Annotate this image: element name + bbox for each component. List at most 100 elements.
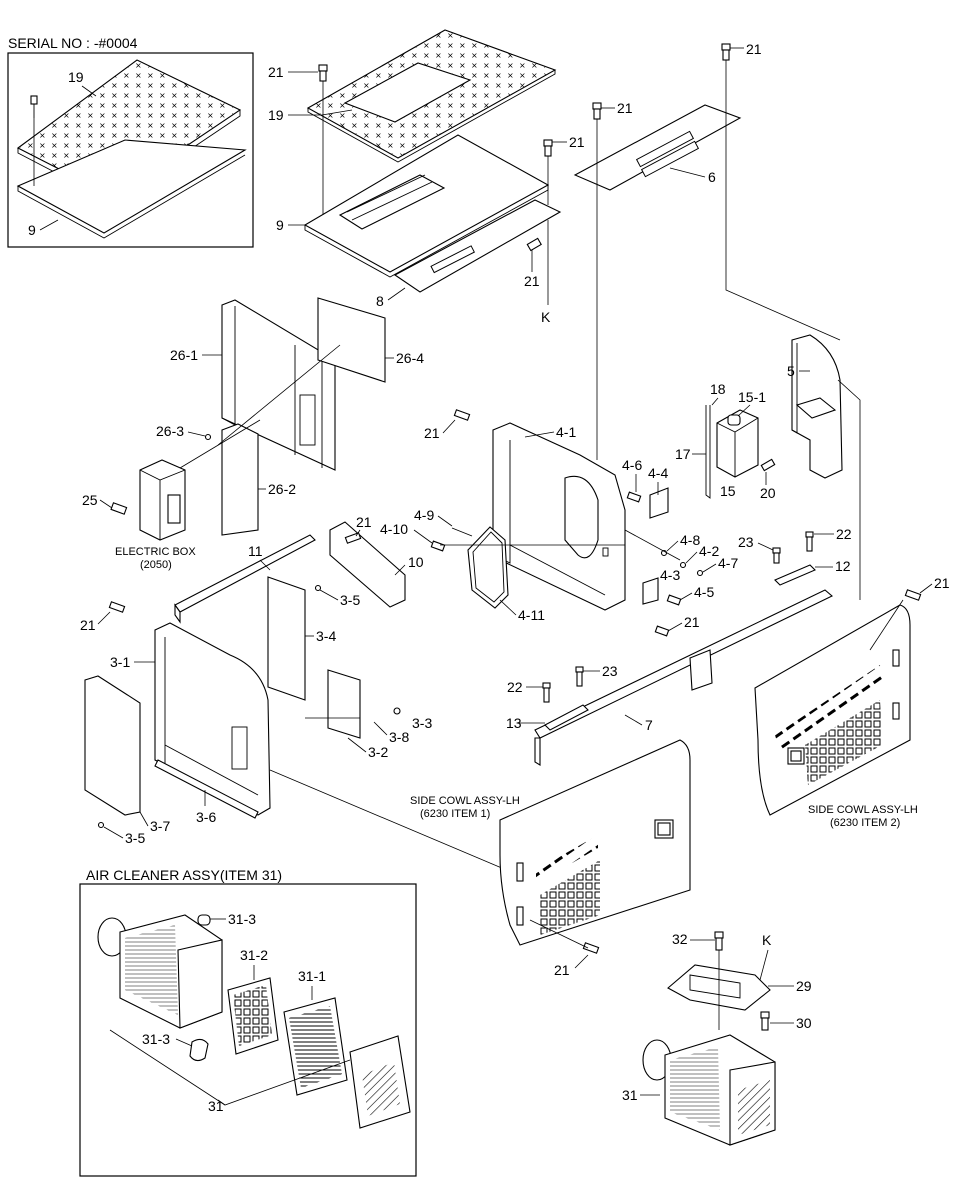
bolt-21-far	[904, 589, 922, 601]
callout-4-8: 4-8	[680, 532, 700, 548]
callout-21-10: 21	[356, 514, 372, 530]
bolt-4-6	[626, 491, 642, 503]
callout-7: 7	[645, 717, 653, 733]
bolt-21-e	[526, 237, 542, 252]
bolt-4-10	[430, 540, 446, 552]
callout-21-mid: 21	[569, 134, 585, 150]
callout-13: 13	[506, 715, 522, 731]
caption-electric-box: ELECTRIC BOX	[115, 546, 196, 558]
callout-19: 19	[268, 107, 284, 123]
caption-side-cowl-2: SIDE COWL ASSY-LH	[808, 804, 918, 816]
bracket-4-3	[642, 577, 659, 605]
callout-31: 31	[208, 1098, 224, 1114]
bolt-21-d	[721, 43, 731, 61]
callout-21-6: 21	[617, 100, 633, 116]
callout-26-4: 26-4	[396, 350, 424, 366]
callout-18: 18	[710, 381, 726, 397]
callout-4-9: 4-9	[414, 507, 434, 523]
callout-22-r: 22	[836, 526, 852, 542]
bolt-22-r	[805, 531, 814, 552]
callout-31-1: 31-1	[298, 968, 326, 984]
callout-3-8: 3-8	[389, 729, 409, 745]
callout-3-5-b: 3-5	[125, 830, 145, 846]
electric-box-icon	[139, 459, 186, 541]
bracket-4-4	[649, 487, 669, 519]
bolt-23-r	[772, 547, 781, 564]
bolt-21-b	[543, 139, 553, 157]
callout-4-1: 4-1	[556, 424, 576, 440]
callout-29: 29	[796, 978, 812, 994]
tank-15	[716, 409, 759, 478]
serial-header: SERIAL NO : -#0004	[8, 35, 138, 51]
callout-26-3: 26-3	[156, 423, 184, 439]
plate-3-7	[84, 675, 141, 816]
plate-3-4	[267, 576, 306, 701]
plate-3-2	[327, 669, 361, 739]
hose-17	[705, 405, 711, 499]
stay-26-2	[221, 423, 259, 536]
callout-32: 32	[672, 931, 688, 947]
callout-21-a: 21	[524, 273, 540, 289]
strip-3-6	[154, 759, 259, 819]
bolt-21-cowl	[582, 942, 600, 954]
callout-3-1: 3-1	[110, 654, 130, 670]
air-cleaner-31	[642, 1034, 776, 1146]
bolt-30	[760, 1011, 770, 1031]
air-cleaner-inset: AIR CLEANER ASSY(ITEM 31) 31-3 31-2	[79, 867, 417, 1177]
callout-k-bottom: K	[762, 932, 772, 948]
callout-31-2: 31-2	[240, 947, 268, 963]
elbow-31-3	[189, 1038, 209, 1062]
caption-electric-box-ref: (2050)	[140, 559, 172, 571]
air-cleaner-header: AIR CLEANER ASSY(ITEM 31)	[86, 867, 282, 883]
inset-bolt-icon	[30, 95, 38, 118]
callout-inset-9: 9	[28, 222, 36, 238]
serial-inset-frame	[7, 52, 254, 248]
callout-21-right-top: 21	[746, 41, 762, 57]
callout-5: 5	[787, 363, 795, 379]
callout-23-r: 23	[738, 534, 754, 550]
callout-21-41: 21	[424, 425, 440, 441]
callout-4-3: 4-3	[660, 567, 680, 583]
callout-17: 17	[675, 446, 691, 462]
callout-31-3-b: 31-3	[142, 1031, 170, 1047]
bolt-21-3	[108, 601, 126, 613]
callout-31-3-a: 31-3	[228, 911, 256, 927]
checker-plate-19	[306, 29, 557, 163]
callout-10: 10	[408, 554, 424, 570]
callout-4-11: 4-11	[518, 607, 545, 623]
callout-21-far: 21	[934, 575, 950, 591]
caption-side-cowl-1: SIDE COWL ASSY-LH	[410, 795, 520, 807]
callout-20: 20	[760, 485, 776, 501]
rail-7	[534, 589, 833, 766]
bolt-32	[714, 931, 724, 951]
callout-9: 9	[276, 217, 284, 233]
bolt-21-c	[592, 102, 602, 120]
bolt-21-41	[453, 409, 471, 421]
side-cowl-lh-2	[754, 604, 911, 816]
callout-inset-19: 19	[68, 69, 84, 85]
filter-31-2	[227, 977, 279, 1055]
callout-4-7: 4-7	[718, 555, 738, 571]
callout-3-2: 3-2	[368, 744, 388, 760]
callout-12: 12	[835, 558, 851, 574]
bolt-4-5	[666, 594, 682, 606]
callout-4-6: 4-6	[622, 457, 642, 473]
callout-6: 6	[708, 169, 716, 185]
serial-inset: SERIAL NO : -#0004 19 9	[7, 35, 254, 248]
filter-31-1	[283, 997, 348, 1096]
gasket-4-11	[467, 526, 509, 609]
callout-4-4: 4-4	[648, 465, 668, 481]
caption-side-cowl-1-ref: (6230 ITEM 1)	[420, 808, 490, 820]
bolt-22-l	[542, 682, 551, 703]
inset-cover-plate-9	[16, 139, 247, 239]
callout-26-1: 26-1	[170, 347, 198, 363]
panel-26-1	[221, 299, 336, 471]
callout-21-cowl: 21	[554, 962, 570, 978]
callout-21-top: 21	[268, 64, 284, 80]
callout-4-5: 4-5	[694, 584, 714, 600]
caption-side-cowl-2-ref: (6230 ITEM 2)	[830, 817, 900, 829]
callout-3-7: 3-7	[150, 818, 170, 834]
side-cowl-lh-1	[499, 739, 691, 946]
callout-25: 25	[82, 492, 98, 508]
callout-k-top: K	[541, 309, 551, 325]
